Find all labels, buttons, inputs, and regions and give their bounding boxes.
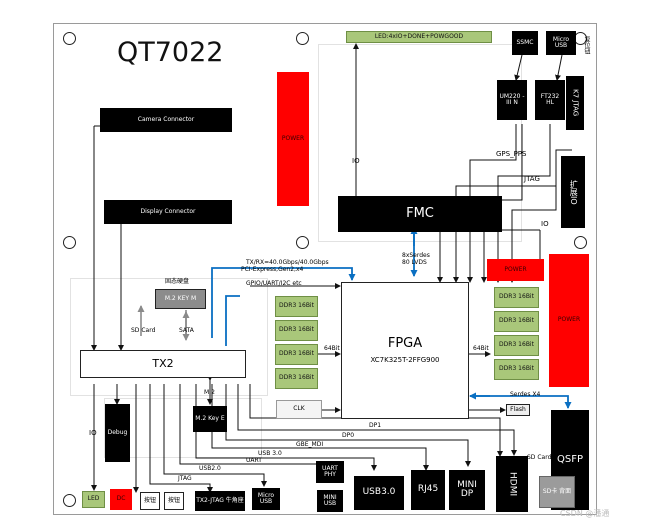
label-serdes: 8xSerdes 80 LVDS (402, 252, 430, 267)
flash-chip: Flash (506, 404, 530, 416)
label-gps-pps: GPS_PPS (496, 150, 527, 158)
label-dp1: DP1 (369, 422, 382, 429)
led-indicator: LED (82, 491, 105, 508)
fmc-connector: FMC (338, 196, 502, 232)
ddr-left-3: DDR3 16Bit (275, 344, 318, 365)
ddr-left-4: DDR3 16Bit (275, 368, 318, 389)
um220-gps: UM220 -III N (497, 80, 527, 120)
reset-button-label: 复位钮 (583, 36, 590, 54)
ddr-left-1: DDR3 16Bit (275, 296, 318, 317)
ddr-right-1: DDR3 16Bit (494, 287, 539, 308)
tx2-jtag-header: TX2-JTAG 牛角座 (195, 491, 245, 511)
fpga-chip: FPGA XC7K325T-2FFG900 (341, 282, 469, 419)
label-usb30: USB 3.0 (258, 450, 282, 457)
clk-chip: CLK (276, 400, 322, 419)
label-usb20: USB2.0 (199, 465, 221, 472)
expansion-io-connector: 扩展IO (561, 156, 585, 228)
sd-card-slot: SD卡 背面 (539, 476, 575, 508)
label-gbe-mdi: GBE_MDI (296, 441, 324, 448)
mounting-hole (63, 494, 76, 507)
mounting-hole (574, 236, 587, 249)
fpga-label: FPGA (387, 336, 423, 351)
power-left: POWER (277, 72, 309, 206)
mini-usb-connector: MINI USB (317, 490, 343, 512)
label-64bit-left: 64Bit (324, 345, 340, 352)
tx2-region (70, 278, 268, 396)
usb30-connector: USB3.0 (354, 476, 404, 510)
micro-usb-bottom: Micro USB (252, 488, 280, 510)
label-io-right: IO (541, 220, 549, 228)
hdmi-connector: HDMI (496, 456, 528, 512)
ddr-left-2: DDR3 16Bit (275, 320, 318, 341)
k7-jtag-connector: K7 JTAG (566, 76, 584, 130)
label-sd-card-left: SD Card (131, 327, 156, 334)
board-title: QT7022 (117, 37, 224, 68)
dc-power-jack: DC (110, 489, 132, 510)
m2-key-m-slot: M.2 KEY M (155, 289, 206, 309)
label-pcie: PCI-Express,Gen2,x4 (241, 266, 304, 273)
ddr-right-2: DDR3 16Bit (494, 311, 539, 332)
micro-usb-top: Micro USB (546, 31, 576, 55)
power-right-big: POWER (549, 254, 589, 387)
fpga-part-number: XC7K325T-2FFG900 (370, 355, 440, 364)
watermark: CSDN @潘通 (560, 509, 610, 518)
tx2-module: TX2 (80, 350, 246, 378)
rj45-connector: RJ45 (411, 470, 445, 510)
mounting-hole (63, 32, 76, 45)
label-sd-card-right: SD Card (527, 454, 552, 461)
button-2: 按钮 (164, 492, 184, 510)
ddr-right-4: DDR3 16Bit (494, 359, 539, 380)
label-uart: UART (246, 457, 262, 464)
ft232-chip: FT232 HL (535, 80, 565, 120)
bottom-left-region (104, 398, 262, 458)
led-bar: LED:4xIO+DONE+POWGOOD (346, 31, 492, 43)
ddr-right-3: DDR3 16Bit (494, 335, 539, 356)
mounting-hole (296, 32, 309, 45)
label-dp0: DP0 (342, 432, 355, 439)
ssmc-connector: SSMC (512, 31, 538, 55)
display-connector: Display Connector (104, 200, 232, 224)
m2-key-e-slot: M.2 Key E (193, 406, 227, 432)
label-m2: M.2 (204, 389, 215, 396)
button-1: 按钮 (140, 492, 160, 510)
label-jtag-bottom: JTAG (178, 475, 192, 482)
label-io-left: IO (89, 429, 97, 437)
label-serdes-x4: Serdes X4 (510, 391, 541, 398)
label-gpio: GPIO/UART/I2C etc (246, 280, 302, 287)
uart-phy-chip: UART PHY (316, 461, 344, 483)
label-io-fmc: IO (352, 157, 360, 165)
label-txrx: TX/RX=40.0Gbps/40.0Gbps (246, 259, 329, 266)
debug-header: Debug (105, 404, 130, 462)
board-outline (53, 23, 597, 515)
camera-connector: Camera Connector (100, 108, 232, 132)
mounting-hole (296, 236, 309, 249)
label-sata: SATA (179, 327, 194, 334)
mini-dp-connector: MINI DP (449, 470, 485, 510)
label-64bit-right: 64Bit (473, 345, 489, 352)
m2-key-m-caption: 固态硬盘 (165, 278, 190, 285)
power-right-small: POWER (487, 259, 544, 281)
label-jtag-right: JTAG (524, 175, 540, 183)
mounting-hole (63, 236, 76, 249)
